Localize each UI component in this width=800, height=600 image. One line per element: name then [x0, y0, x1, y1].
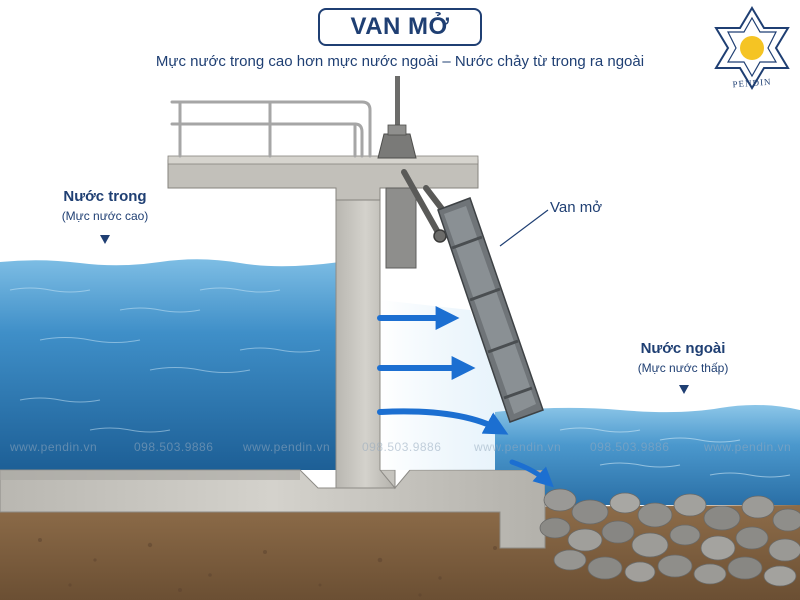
gate-callout-line [499, 209, 549, 247]
watermark: www.pendin.vn [10, 440, 98, 454]
riprap-rocks [539, 488, 800, 587]
inner-water-sublabel: (Mực nước cao) [61, 209, 149, 223]
bridge-deck-top [167, 155, 479, 165]
inner-water-ripples [9, 287, 321, 433]
watermark: www.pendin.vn [474, 440, 562, 454]
inner-channel-floor [0, 470, 300, 480]
flow-arrow-lower [377, 408, 509, 435]
soil-bed [0, 505, 800, 600]
linkage-pivot [433, 229, 447, 243]
gate-label: Van mở [550, 199, 603, 216]
inner-water-label: Nước trong [63, 188, 147, 205]
outer-water-sublabel: (Mực nước thấp) [637, 361, 729, 375]
outer-level-marker-icon [679, 385, 689, 394]
gate-leaf [437, 197, 544, 423]
inner-water-body [0, 259, 340, 470]
outer-water-ripples [559, 427, 791, 478]
watermark: 098.503.9886 [590, 440, 670, 454]
watermark: www.pendin.vn [704, 440, 792, 454]
pendin-logo-icon [714, 6, 790, 90]
outer-water-label: Nước ngoài [640, 340, 726, 357]
watermark: 098.503.9886 [134, 440, 214, 454]
gate-housing [385, 187, 417, 269]
flow-arrow-bottom [509, 459, 554, 488]
bridge-deck [167, 159, 479, 201]
watermark: www.pendin.vn [243, 440, 331, 454]
gate-hoist [377, 76, 417, 159]
handrail [170, 100, 372, 158]
flow-arrows [377, 306, 554, 488]
page-title: VAN MỞ [318, 8, 482, 46]
watermark: 098.503.9886 [362, 440, 442, 454]
outer-water-body [495, 404, 800, 505]
page-subtitle: Mực nước trong cao hơn mực nước ngoài – … [155, 53, 645, 70]
soil-texture [38, 538, 497, 597]
concrete-base-slab [0, 469, 546, 549]
inner-level-marker-icon [100, 235, 110, 244]
